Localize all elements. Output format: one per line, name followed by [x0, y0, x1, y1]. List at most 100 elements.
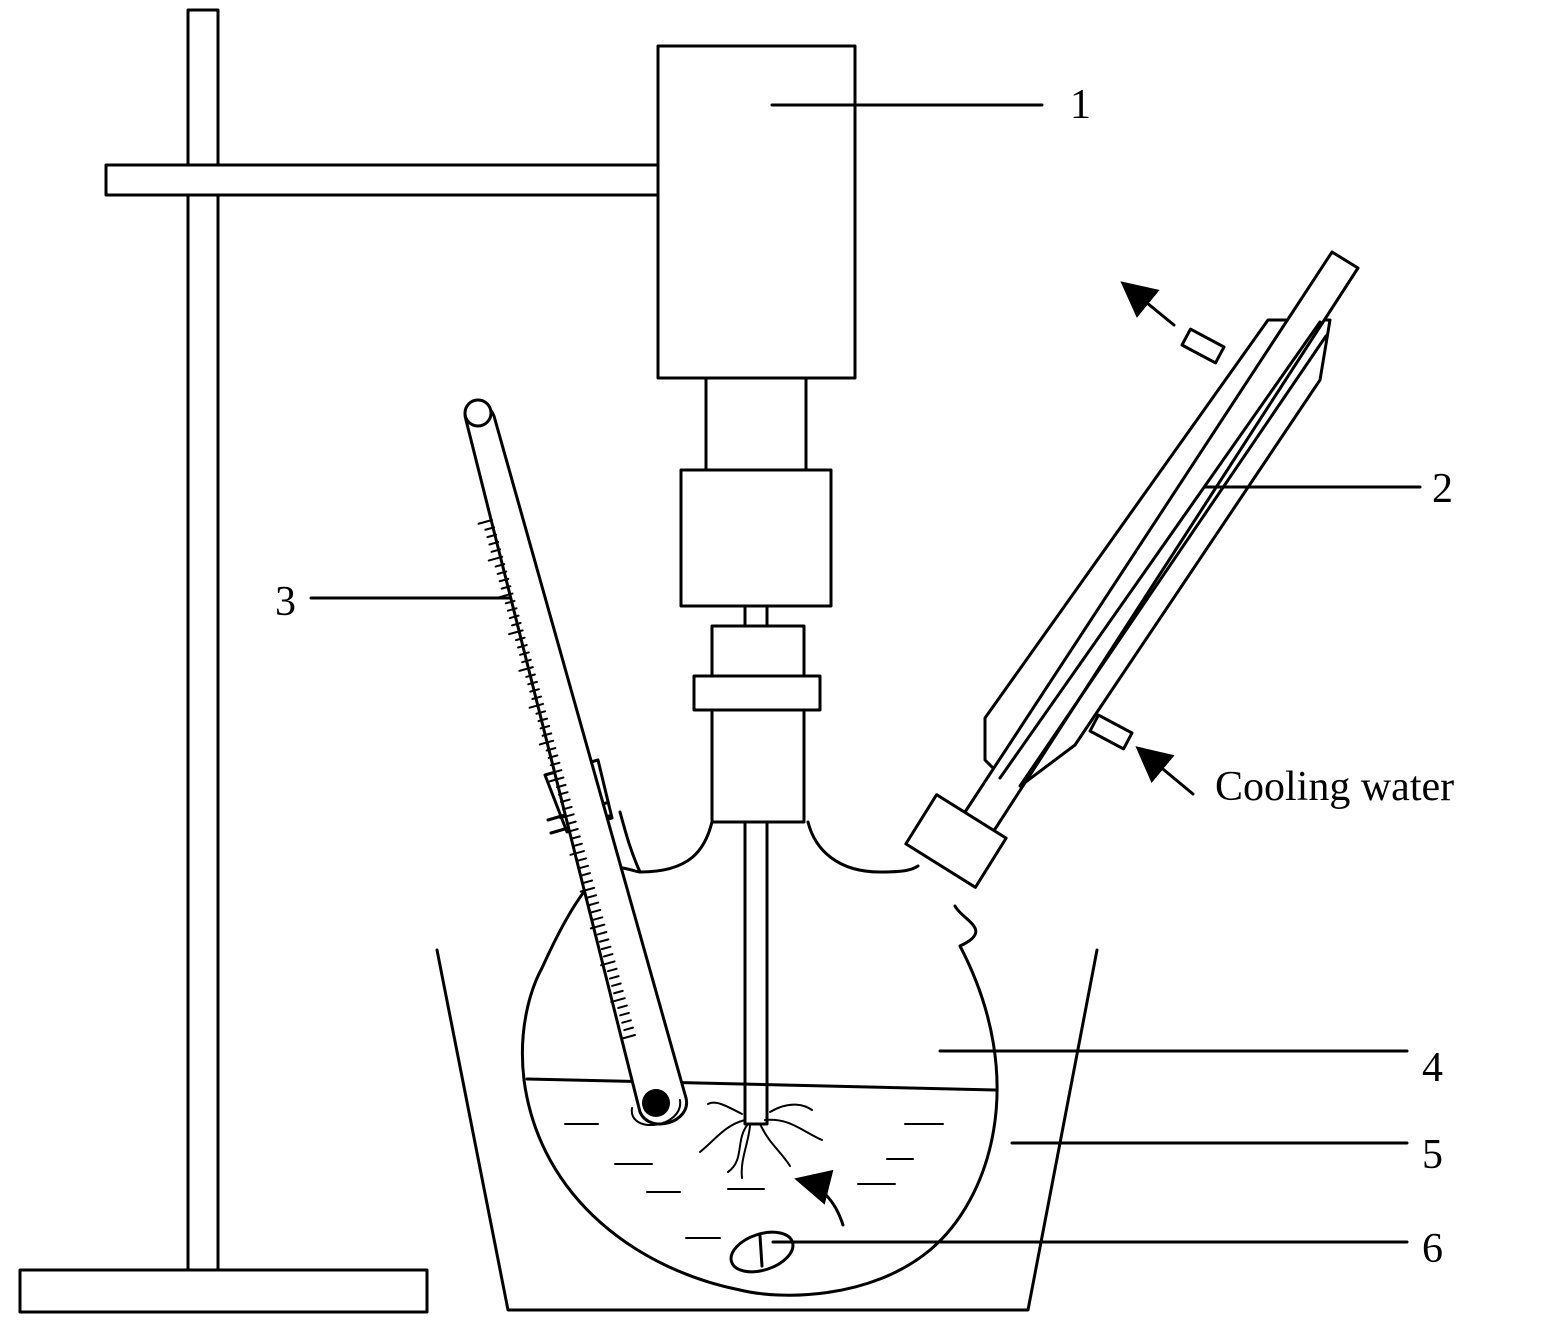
thermometer-tick: [600, 945, 612, 951]
shaft-link: [743, 604, 769, 628]
thermometer-tick: [494, 563, 506, 568]
thermometer-tick: [570, 835, 581, 840]
thermometer-tick: [529, 688, 540, 693]
thermometer-tick: [580, 872, 592, 877]
stirrer-motor: [656, 44, 857, 1126]
thermometer-tick: [547, 754, 559, 759]
label-5: 5: [1422, 1132, 1443, 1178]
thermometer-tick: [500, 585, 512, 590]
thermometer-tick: [579, 886, 596, 893]
thermometer-tick: [606, 967, 618, 973]
condenser-outlet: [1180, 327, 1226, 365]
motor-chuck: [679, 468, 833, 608]
thermometer-tick: [578, 864, 590, 870]
retort-stand: [18, 8, 660, 1314]
thermometer-bulb: [642, 1089, 670, 1117]
three-neck-flask: [520, 810, 999, 1297]
thermometer-tick: [545, 747, 557, 752]
label-2: 2: [1432, 466, 1453, 512]
thermometer-tick: [549, 761, 561, 767]
reflux-condenser: [904, 250, 1360, 889]
thermometer-tick: [490, 548, 502, 553]
motor-neck: [704, 376, 808, 472]
thermometer-tick: [551, 769, 563, 774]
condenser-joint: [904, 793, 1008, 889]
label-4: 4: [1422, 1045, 1443, 1091]
thermometer-tick: [506, 607, 518, 612]
outlet-arrow: [1120, 281, 1176, 327]
thermometer-tick: [590, 908, 602, 914]
thermometer-tick: [617, 1004, 628, 1009]
stand-clamp-arm: [104, 163, 660, 197]
cooling-water-label: Cooling water: [1215, 764, 1454, 810]
left-neck-outline: [618, 810, 642, 874]
thermometer-tick: [531, 695, 543, 700]
joint-lower: [710, 708, 806, 824]
bath-outline: [435, 948, 1099, 1312]
thermometer-tick: [598, 938, 610, 943]
joint-collar: [692, 674, 822, 712]
joint-upper: [710, 624, 806, 680]
label-1: 1: [1070, 82, 1091, 128]
stir-waves: [699, 1101, 823, 1179]
thermometer-tick: [541, 732, 553, 737]
thermometer-tick: [566, 820, 577, 826]
rotation-arrow: [794, 1169, 845, 1227]
thermometer-tick: [521, 658, 532, 664]
thermometer-tube: [463, 401, 688, 1126]
thermometer-tick: [589, 923, 606, 930]
thermometer-tick: [488, 541, 500, 546]
thermometer-tick: [559, 798, 571, 803]
thermometer-tick: [484, 526, 496, 531]
inlet-arrow: [1135, 746, 1195, 796]
thermometer-tick: [600, 960, 616, 967]
condenser-inlet: [1088, 713, 1134, 751]
thermometer-tick: [602, 953, 614, 958]
thermometer-tick: [572, 842, 583, 848]
labels: 1 2 3 4 5 6 Cooling water: [275, 82, 1454, 1272]
thermometer-tick: [592, 916, 604, 921]
thermometer-tick: [477, 519, 493, 525]
thermometer-tick: [557, 791, 569, 796]
thermometer-tick: [561, 805, 573, 811]
thermometer-tick: [517, 644, 528, 649]
stand-base: [18, 1268, 429, 1314]
thermometer-tick: [535, 710, 547, 715]
thermometer-tick: [613, 989, 624, 995]
flask-body: [520, 820, 999, 1297]
thermometer-tick: [515, 636, 526, 642]
thermometer-tick: [619, 1011, 630, 1017]
label-6: 6: [1422, 1226, 1443, 1272]
thermometer-tick: [519, 651, 530, 656]
thermometer-tick: [611, 982, 622, 987]
thermometer-tick: [487, 555, 504, 562]
thermometer-tick: [621, 1019, 632, 1024]
thermometer-tick: [569, 850, 585, 856]
thermometer-tick: [576, 857, 587, 862]
magnetic-stir-bar: [729, 1169, 845, 1274]
thermometer-tick: [496, 570, 508, 575]
liquid-dashes: [564, 1123, 944, 1239]
thermometer-tick: [549, 776, 565, 783]
thermometer-tick: [504, 599, 516, 605]
thermometer: [463, 398, 688, 1126]
liquid-surface: [525, 1077, 997, 1092]
thermometer-tick: [610, 997, 626, 1003]
thermometer-tick: [608, 975, 620, 980]
thermometer-tick: [582, 879, 594, 884]
thermometer-tick: [486, 533, 498, 539]
stir-bar-mark: [758, 1234, 764, 1268]
thermometer-bulb-outline: [630, 1099, 682, 1126]
thermometer-tick: [539, 725, 551, 730]
thermometer-tick: [498, 577, 510, 583]
thermometer-tick: [527, 680, 538, 686]
thermometer-tick: [537, 717, 549, 723]
thermometer-tick: [555, 783, 567, 789]
thermometer-tick: [518, 666, 534, 672]
label-3: 3: [275, 579, 296, 625]
stirring-rod: [743, 820, 769, 1126]
thermometer-tick: [525, 673, 536, 678]
thermometer-tick: [508, 614, 520, 620]
